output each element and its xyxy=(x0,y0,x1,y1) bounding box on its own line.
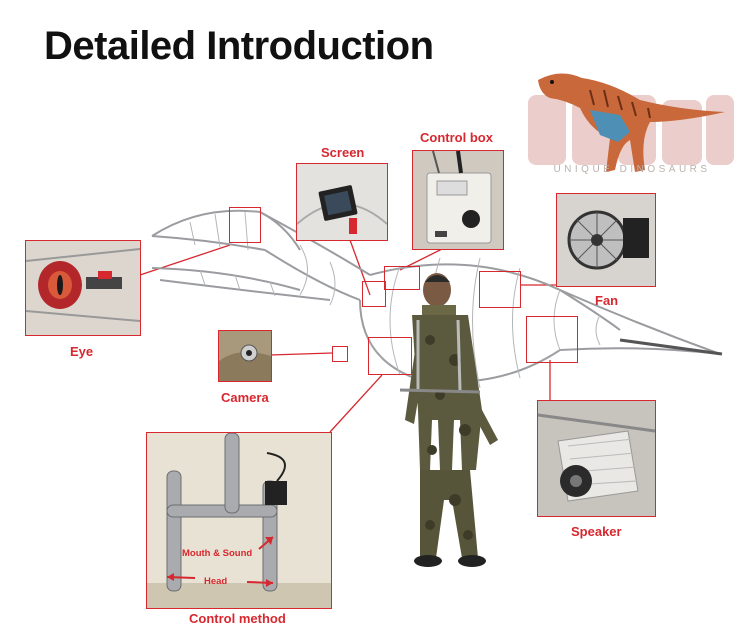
camera-photo xyxy=(218,330,272,382)
head-annotation: Head xyxy=(204,576,228,587)
speaker-hotspot[interactable] xyxy=(526,316,578,363)
fan-hotspot[interactable] xyxy=(479,271,521,308)
screen-label: Screen xyxy=(321,145,365,160)
raptor-dinosaur-icon xyxy=(528,73,734,172)
control-box-label: Control box xyxy=(420,130,493,145)
control-box-photo xyxy=(412,150,504,250)
control-method-hotspot[interactable] xyxy=(368,337,412,375)
camera-hotspot[interactable] xyxy=(332,346,348,362)
person-wearing-costume xyxy=(399,273,498,567)
fan-photo xyxy=(556,193,656,287)
eye-hotspot[interactable] xyxy=(229,207,261,243)
speaker-label: Speaker xyxy=(571,524,622,539)
page-title: Detailed Introduction xyxy=(44,24,434,68)
logo-tagline: UNIQUE DINOSAURS xyxy=(553,164,711,175)
screen-hotspot[interactable] xyxy=(362,281,386,307)
camera-label: Camera xyxy=(221,390,269,405)
control-box-hotspot[interactable] xyxy=(384,266,420,290)
speaker-photo xyxy=(537,400,656,517)
mouth-sound-annotation: Mouth & Sound xyxy=(182,548,253,559)
eye-photo xyxy=(25,240,141,336)
frame-ribs xyxy=(189,211,601,389)
screen-photo xyxy=(296,163,388,241)
fan-label: Fan xyxy=(595,293,619,308)
eye-label: Eye xyxy=(70,344,94,359)
control-method-photo xyxy=(146,432,332,609)
steel-frame-body xyxy=(151,209,723,383)
control-method-label: Control method xyxy=(189,611,286,626)
